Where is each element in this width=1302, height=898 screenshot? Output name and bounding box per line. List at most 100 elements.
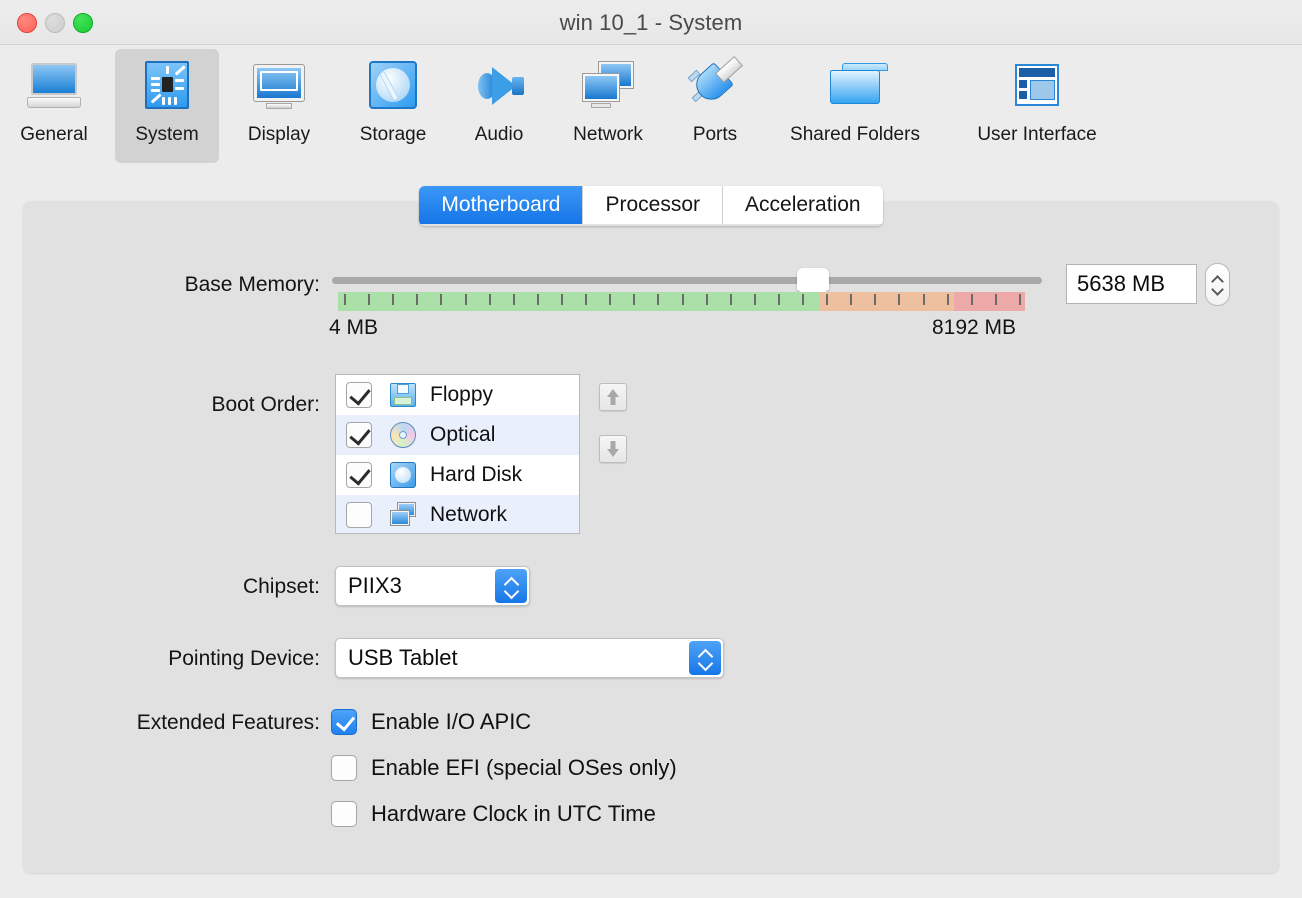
boot-order-list[interactable]: Floppy Optical Hard Disk Network — [335, 374, 580, 534]
optical-disc-icon — [390, 422, 416, 448]
toolbar-label-network: Network — [573, 124, 643, 145]
feature-label-efi: Enable EFI (special OSes only) — [371, 755, 677, 780]
window-traffic-lights — [17, 13, 93, 33]
checkbox-io-apic[interactable] — [331, 709, 357, 735]
stepper-up-icon[interactable] — [1212, 276, 1223, 283]
base-memory-value: 5638 MB — [1077, 271, 1166, 296]
memory-scale-tick — [874, 294, 876, 305]
memory-scale-tick — [1019, 294, 1021, 305]
boot-move-up-button[interactable] — [599, 383, 627, 411]
memory-scale-tick — [826, 294, 828, 305]
chipset-dropdown[interactable]: PIIX3 — [335, 566, 530, 606]
tab-motherboard[interactable]: Motherboard — [419, 186, 584, 224]
memory-scale-segment-orange — [820, 292, 954, 311]
chevron-updown-icon[interactable] — [495, 569, 527, 603]
base-memory-max-label: 8192 MB — [932, 316, 1017, 339]
base-memory-scale — [338, 292, 1025, 311]
toolbar-item-general[interactable]: General — [2, 49, 106, 163]
toolbar-item-audio[interactable]: Audio — [447, 49, 551, 163]
boot-move-down-button[interactable] — [599, 435, 627, 463]
arrow-up-icon — [610, 397, 616, 405]
base-memory-scale-ticks — [338, 294, 1025, 306]
boot-checkbox-hard-disk[interactable] — [346, 462, 372, 488]
toolbar-item-network[interactable]: Network — [556, 49, 660, 163]
toolbar-label-ports: Ports — [692, 124, 738, 145]
base-memory-input[interactable]: 5638 MB — [1066, 264, 1197, 304]
boot-checkbox-floppy[interactable] — [346, 382, 372, 408]
memory-scale-tick — [416, 294, 418, 305]
feature-utc-clock[interactable]: Hardware Clock in UTC Time — [331, 801, 656, 827]
memory-scale-tick — [344, 294, 346, 305]
memory-scale-tick — [633, 294, 635, 305]
toolbar-label-storage: Storage — [359, 124, 427, 145]
network-icon — [390, 502, 416, 528]
monitor-icon — [250, 57, 308, 115]
toolbar-item-display[interactable]: Display — [227, 49, 331, 163]
boot-label-network: Network — [430, 503, 508, 526]
floppy-icon — [390, 382, 416, 408]
memory-scale-tick — [898, 294, 900, 305]
feature-io-apic[interactable]: Enable I/O APIC — [331, 709, 531, 735]
extended-features-label: Extended Features: — [136, 711, 320, 734]
memory-scale-tick — [513, 294, 515, 305]
base-memory-slider-track[interactable] — [332, 277, 1042, 284]
toolbar-label-shared-folders: Shared Folders — [790, 124, 920, 145]
tab-processor[interactable]: Processor — [583, 186, 724, 224]
boot-order-item-network[interactable]: Network — [336, 495, 579, 533]
boot-checkbox-network[interactable] — [346, 502, 372, 528]
minimize-button[interactable] — [45, 13, 65, 33]
memory-scale-tick — [489, 294, 491, 305]
folder-icon — [826, 57, 888, 115]
zoom-button[interactable] — [73, 13, 93, 33]
settings-panel — [23, 201, 1279, 873]
checkbox-efi[interactable] — [331, 755, 357, 781]
memory-scale-tick — [947, 294, 949, 305]
memory-scale-tick — [850, 294, 852, 305]
arrow-down-icon — [610, 441, 616, 449]
boot-order-item-optical[interactable]: Optical — [336, 415, 579, 455]
base-memory-stepper[interactable] — [1205, 263, 1230, 306]
hard-disk-icon — [390, 462, 416, 488]
laptop-icon — [25, 57, 83, 115]
boot-order-item-hard-disk[interactable]: Hard Disk — [336, 455, 579, 495]
pointing-device-dropdown[interactable]: USB Tablet — [335, 638, 724, 678]
memory-scale-tick — [730, 294, 732, 305]
boot-label-optical: Optical — [430, 423, 496, 446]
window-title-bar: win 10_1 - System — [0, 0, 1302, 45]
boot-order-item-floppy[interactable]: Floppy — [336, 375, 579, 415]
memory-scale-tick — [465, 294, 467, 305]
boot-label-hard-disk: Hard Disk — [430, 463, 523, 486]
toolbar-label-audio: Audio — [474, 124, 524, 145]
chevron-updown-icon[interactable] — [689, 641, 721, 675]
toolbar-item-system[interactable]: System — [115, 49, 219, 163]
boot-checkbox-optical[interactable] — [346, 422, 372, 448]
base-memory-min-label: 4 MB — [329, 316, 379, 339]
memory-scale-tick — [440, 294, 442, 305]
toolbar-label-general: General — [20, 124, 88, 145]
boot-label-floppy: Floppy — [430, 383, 494, 406]
toolbar-label-user-interface: User Interface — [977, 124, 1097, 145]
speaker-icon — [470, 57, 528, 115]
close-button[interactable] — [17, 13, 37, 33]
base-memory-label: Base Memory: — [184, 273, 320, 296]
toolbar-item-shared-folders[interactable]: Shared Folders — [780, 49, 930, 163]
toolbar-item-storage[interactable]: Storage — [341, 49, 445, 163]
tab-acceleration[interactable]: Acceleration — [723, 186, 883, 224]
feature-label-utc-clock: Hardware Clock in UTC Time — [371, 801, 656, 826]
toolbar-item-ports[interactable]: Ports — [663, 49, 767, 163]
checkbox-utc-clock[interactable] — [331, 801, 357, 827]
feature-efi[interactable]: Enable EFI (special OSes only) — [331, 755, 677, 781]
memory-scale-tick — [802, 294, 804, 305]
memory-scale-tick — [778, 294, 780, 305]
settings-toolbar: General System Display Storage — [0, 45, 1302, 167]
hard-drive-icon — [364, 57, 422, 115]
memory-scale-tick — [971, 294, 973, 305]
memory-scale-tick — [537, 294, 539, 305]
stepper-down-icon[interactable] — [1212, 286, 1223, 293]
toolbar-label-system: System — [135, 124, 199, 145]
memory-scale-tick — [923, 294, 925, 305]
feature-label-io-apic: Enable I/O APIC — [371, 709, 532, 734]
chipset-value: PIIX3 — [348, 573, 402, 598]
toolbar-item-user-interface[interactable]: User Interface — [962, 49, 1112, 163]
memory-scale-tick — [585, 294, 587, 305]
